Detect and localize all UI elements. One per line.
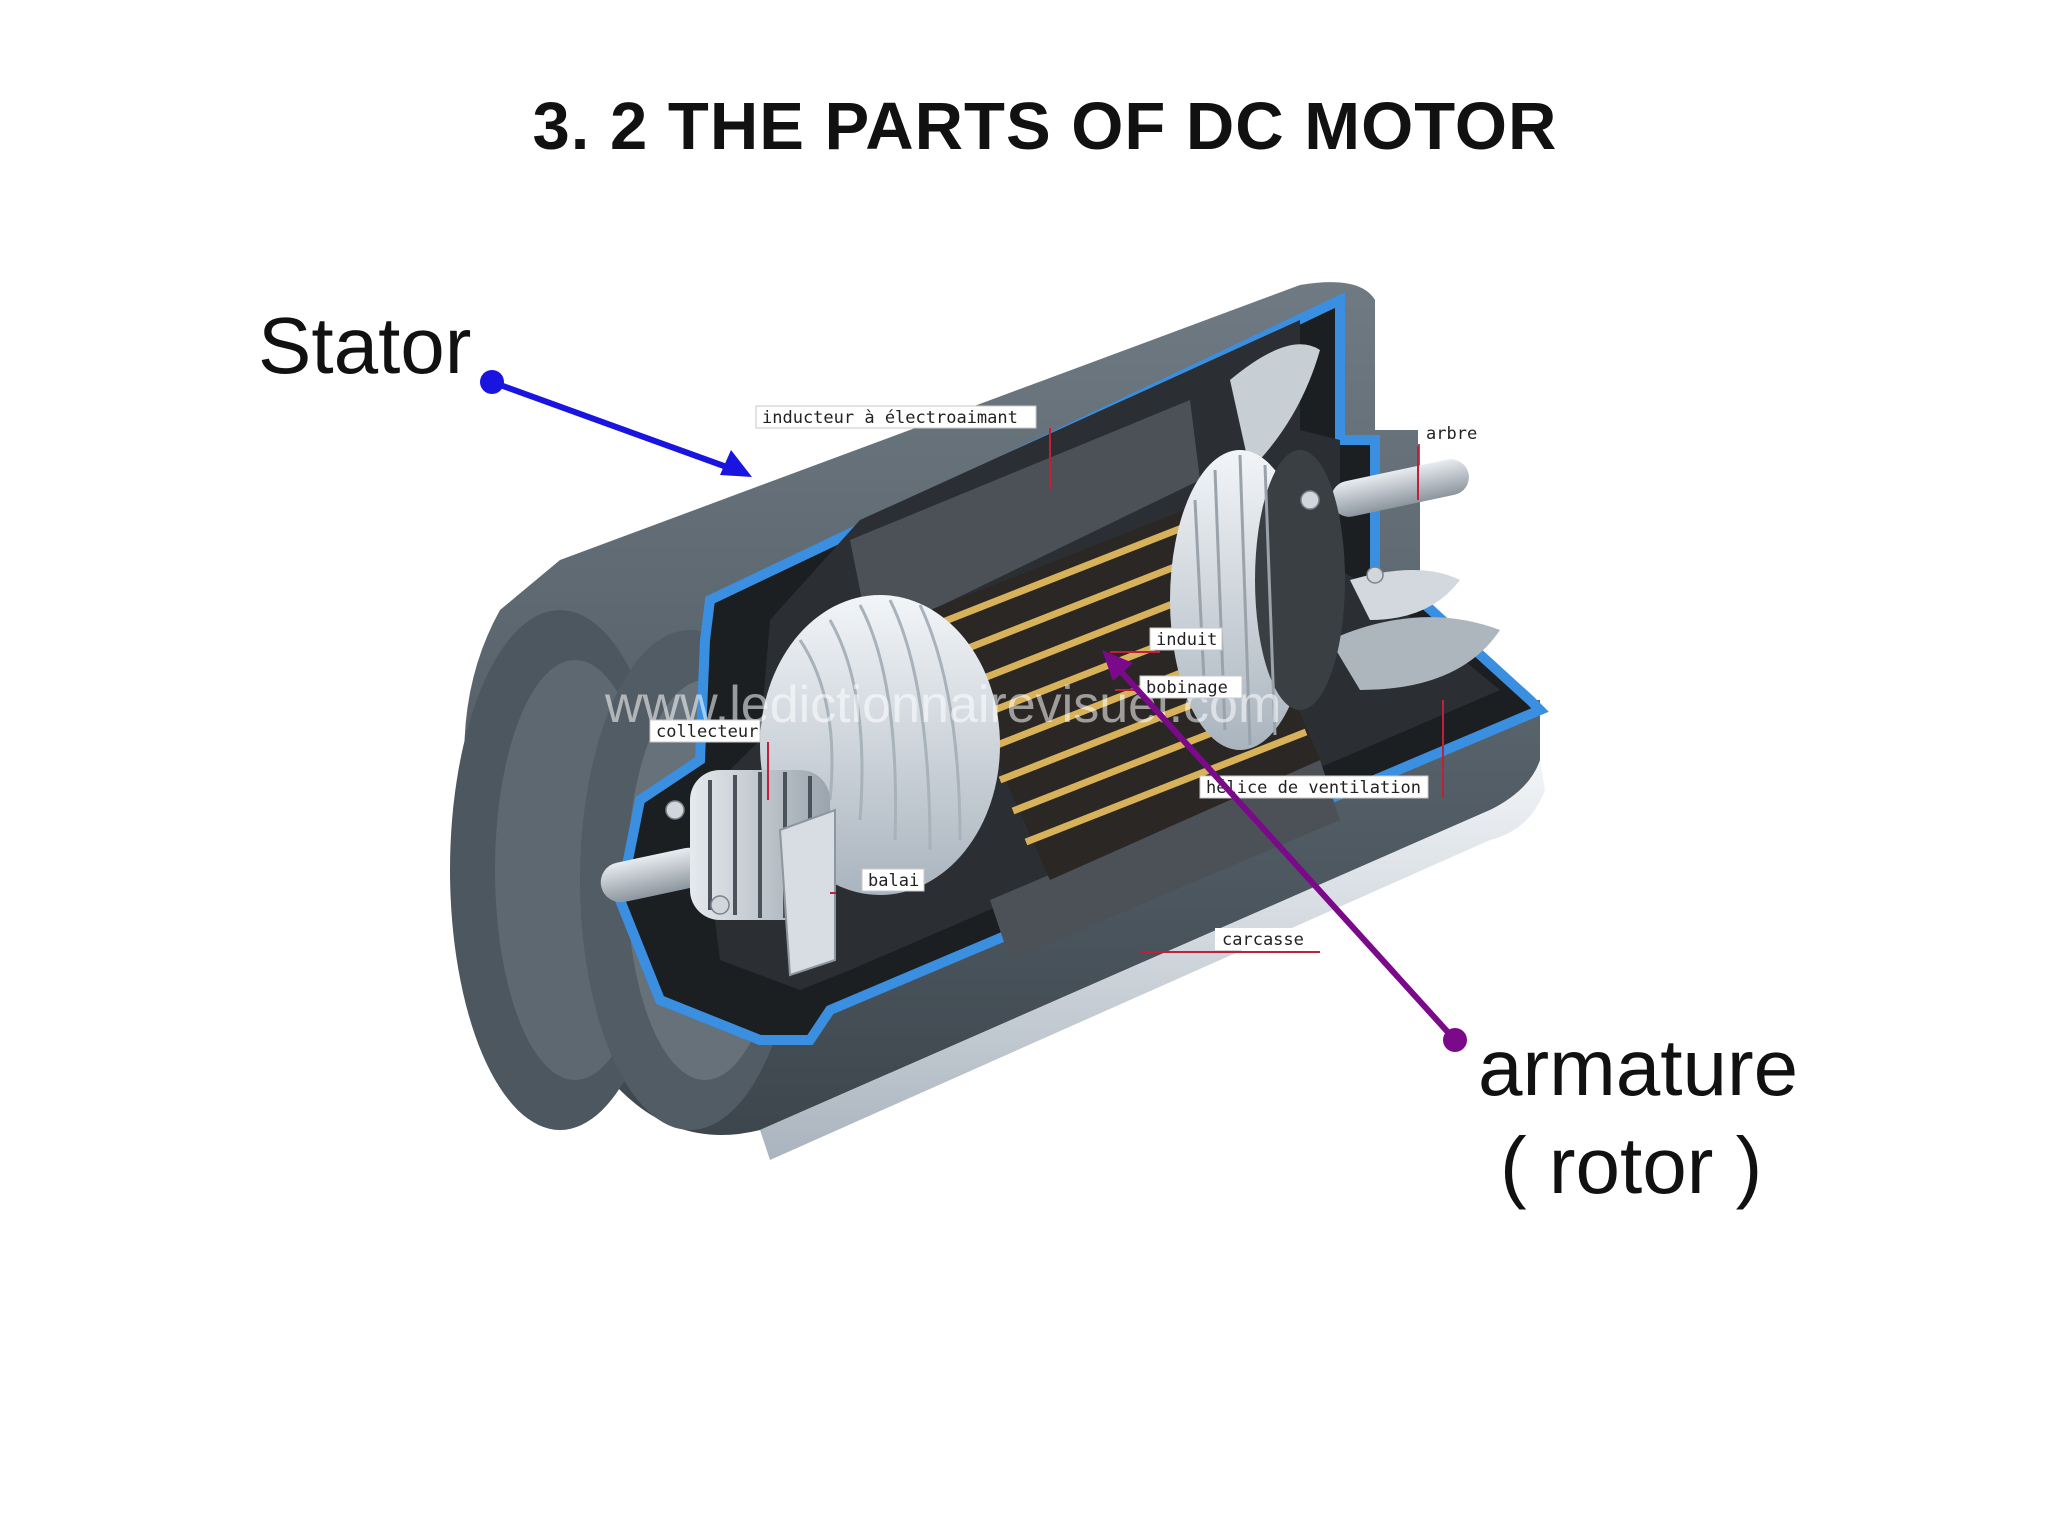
slide-title: 3. 2 THE PARTS OF DC MOTOR (532, 89, 1558, 164)
svg-text:collecteur: collecteur (656, 722, 758, 742)
label-collecteur: collecteur (649, 719, 761, 743)
label-inducteur: inducteur à électroaimant (755, 405, 1037, 429)
field-pole-bottom (990, 760, 1340, 960)
svg-text:arbre: arbre (1426, 424, 1477, 444)
svg-text:induit: induit (1156, 630, 1217, 650)
svg-text:balai: balai (868, 871, 919, 891)
armature-arrow (1102, 650, 1467, 1052)
label-bobinage: bobinage (1139, 675, 1243, 699)
brush (778, 808, 836, 977)
shaft-right (1331, 459, 1469, 517)
label-helice: hélice de ventilation (1199, 775, 1429, 799)
field-pole-top (850, 400, 1200, 640)
label-carcasse: carcasse (1215, 928, 1325, 950)
rotor-label: ( rotor ) (1500, 1121, 1763, 1210)
svg-text:hélice de ventilation: hélice de ventilation (1206, 778, 1421, 798)
label-arbre: arbre (1418, 422, 1488, 444)
label-balai: balai (861, 868, 925, 892)
label-induit: induit (1149, 627, 1223, 651)
svg-text:inducteur à électroaimant: inducteur à électroaimant (762, 408, 1018, 428)
armature-label: armature (1478, 1023, 1799, 1112)
svg-text:carcasse: carcasse (1222, 930, 1304, 950)
shaft-left (600, 847, 710, 903)
stator-label: Stator (258, 301, 472, 390)
svg-text:bobinage: bobinage (1146, 678, 1228, 698)
ventilation-fan (1230, 344, 1500, 690)
stator-arrow (480, 370, 752, 477)
